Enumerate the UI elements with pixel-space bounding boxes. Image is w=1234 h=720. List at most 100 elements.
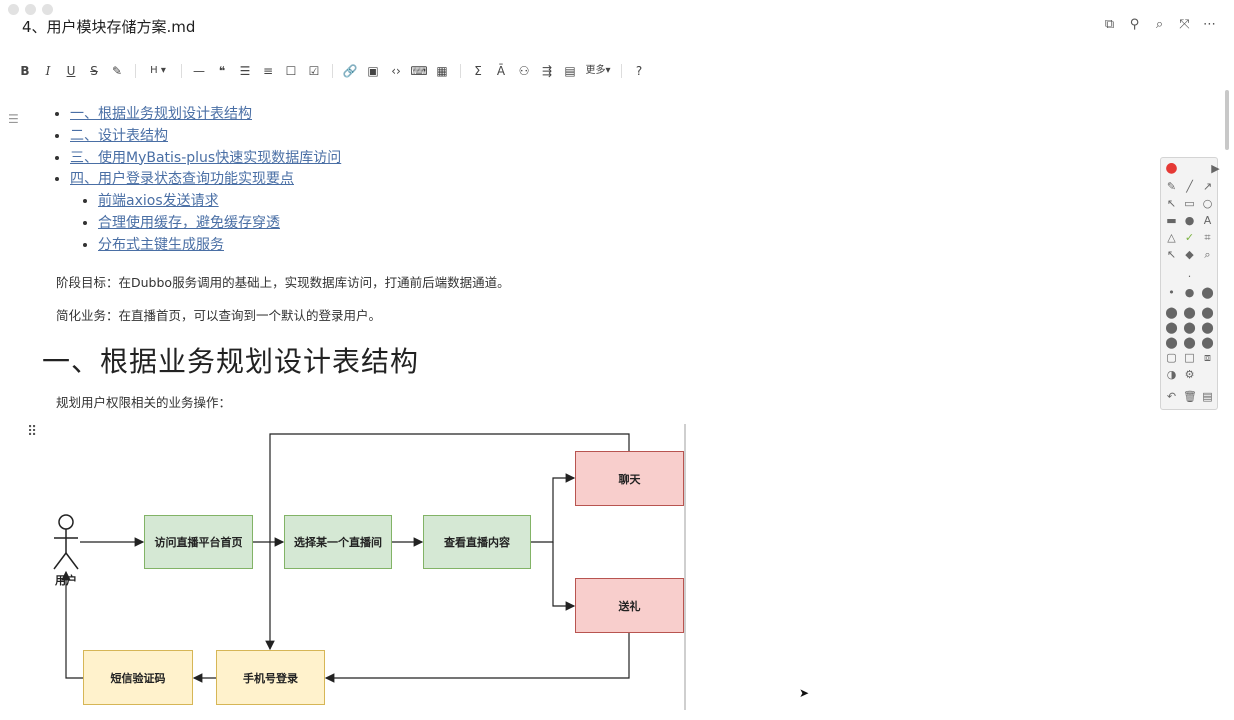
block-drag-handle-icon[interactable]: ⠿ — [27, 424, 38, 440]
settings-gear-icon[interactable]: ⚙ — [1184, 368, 1195, 381]
shape-icon[interactable]: △ — [1167, 231, 1176, 244]
italic-button[interactable]: I — [45, 64, 51, 78]
toc-sublink[interactable]: 合理使用缓存，避免缓存穿透 — [98, 214, 280, 231]
drawing-tool-palette: ● ▶ ✎ ╱ ↗ ↖ ▭ ○ ▬ ● A △ ✓ ⌗ ↖ ◆ ⌕ · • ● … — [1160, 157, 1220, 410]
close-window-icon[interactable] — [8, 4, 19, 15]
bullet-list-icon[interactable]: ☰ — [239, 64, 251, 78]
dot-size-medium-icon[interactable]: ● — [1184, 286, 1195, 299]
frame-icon[interactable]: ▢ — [1166, 351, 1177, 364]
image-icon[interactable]: ▣ — [367, 64, 379, 78]
dot-size-tiny-icon[interactable]: · — [1187, 270, 1192, 283]
opacity-dot-icon[interactable]: ⬤ — [1201, 306, 1214, 319]
opacity-dot-icon[interactable]: ⬤ — [1201, 336, 1214, 349]
toc-sublink[interactable]: 前端axios发送请求 — [98, 193, 219, 210]
node-sms-code[interactable]: 短信验证码 — [83, 650, 193, 705]
more-dropdown[interactable]: 更多▾ — [585, 65, 611, 76]
embed-icon[interactable]: ▤ — [564, 64, 576, 78]
screenshot-icon[interactable]: ▤ — [1202, 390, 1213, 403]
zoom-window-icon[interactable] — [42, 4, 53, 15]
strikethrough-button[interactable]: S — [90, 64, 98, 78]
check-icon[interactable]: ✓ — [1184, 231, 1195, 244]
opacity-dot-icon[interactable]: ⬤ — [1165, 306, 1178, 319]
inline-code-icon[interactable]: ‹› — [391, 64, 401, 78]
user-flow-diagram: 用户 访问直播平台首页 选择某一个直播间 查看直播内容 聊天 送礼 手机号登录 … — [40, 420, 700, 720]
text-style-icon[interactable]: Ā — [496, 64, 506, 78]
heading-dropdown[interactable]: H ▾ — [150, 65, 166, 76]
opacity-dot-icon[interactable]: ⬤ — [1183, 306, 1196, 319]
window-controls[interactable] — [8, 4, 53, 15]
undo-icon[interactable]: ↶ — [1166, 390, 1177, 403]
toc-sublink[interactable]: 分布式主键生成服务 — [98, 236, 224, 253]
dot-size-large-icon[interactable]: ⬤ — [1201, 286, 1214, 299]
search-icon[interactable]: ⌕ — [1155, 17, 1164, 32]
opacity-dot-icon[interactable]: ⬤ — [1165, 321, 1178, 334]
outline-view-icon[interactable]: ⧉ — [1104, 17, 1115, 32]
capture-icon[interactable]: ⧈ — [1204, 351, 1211, 364]
diagram-icon[interactable]: ⚇ — [518, 64, 530, 78]
ordered-list-icon[interactable]: ≡ — [262, 64, 274, 78]
play-icon[interactable]: ▶ — [1211, 162, 1220, 175]
quote-icon[interactable]: ❝ — [218, 64, 226, 78]
outline-toggle-icon[interactable]: ☰ — [8, 112, 19, 126]
filled-rect-icon[interactable]: ▬ — [1166, 214, 1177, 227]
pointer-icon[interactable]: ↖ — [1166, 197, 1177, 210]
help-icon[interactable]: ? — [635, 64, 643, 78]
cursor-icon[interactable]: ↖ — [1166, 248, 1177, 261]
record-icon[interactable]: ● — [1165, 160, 1178, 176]
editor-toolbar: B I U S ✎ H ▾ — ❝ ☰ ≡ ☐ ☑ 🔗 ▣ ‹› ⌨ ▦ Σ Ā… — [14, 60, 651, 82]
expand-icon[interactable]: ⤧ — [1179, 17, 1190, 32]
pen-icon[interactable]: ✎ — [1166, 180, 1177, 193]
checkbox-icon[interactable]: ☐ — [285, 64, 297, 78]
section-heading: 一、根据业务规划设计表结构 — [42, 345, 420, 378]
link-icon[interactable]: 🔗 — [342, 64, 358, 78]
arrow-icon[interactable]: ↗ — [1202, 180, 1213, 193]
task-list-icon[interactable]: ☑ — [308, 64, 320, 78]
bold-button[interactable]: B — [20, 64, 30, 78]
more-icon[interactable]: ⋯ — [1203, 17, 1216, 32]
node-visit-homepage[interactable]: 访问直播平台首页 — [144, 515, 253, 569]
dot-size-small-icon[interactable]: • — [1168, 286, 1175, 299]
opacity-dot-icon[interactable]: ⬤ — [1183, 336, 1196, 349]
node-choose-room[interactable]: 选择某一个直播间 — [284, 515, 392, 569]
text-icon[interactable]: A — [1203, 214, 1212, 227]
toc-link[interactable]: 二、设计表结构 — [70, 127, 168, 144]
toc-link[interactable]: 三、使用MyBatis-plus快速实现数据库访问 — [70, 149, 342, 166]
eraser-icon[interactable]: ◆ — [1185, 248, 1194, 261]
crop-icon[interactable]: ⌗ — [1204, 231, 1211, 244]
toc-subitem: 前端axios发送请求 — [98, 191, 341, 213]
node-chat[interactable]: 聊天 — [575, 451, 684, 506]
table-of-contents: 一、根据业务规划设计表结构 二、设计表结构 三、使用MyBatis-plus快速… — [70, 104, 341, 257]
toc-sublist: 前端axios发送请求 合理使用缓存，避免缓存穿透 分布式主键生成服务 — [98, 191, 341, 256]
vertical-scrollbar[interactable] — [1225, 90, 1229, 150]
opacity-dot-icon[interactable]: ⬤ — [1201, 321, 1214, 334]
filled-circle-icon[interactable]: ● — [1184, 214, 1195, 227]
rectangle-icon[interactable]: ▭ — [1184, 197, 1195, 210]
square-icon[interactable]: □ — [1184, 351, 1195, 364]
formula-icon[interactable]: Σ — [474, 64, 482, 78]
line-icon[interactable]: ╱ — [1186, 180, 1193, 193]
toolbar-divider — [135, 64, 136, 78]
toc-item: 一、根据业务规划设计表结构 — [70, 104, 341, 126]
zoom-icon[interactable]: ⌕ — [1204, 248, 1211, 261]
code-block-icon[interactable]: ⌨ — [410, 64, 428, 78]
table-icon[interactable]: ▦ — [436, 64, 448, 78]
share-icon[interactable]: ⚲ — [1129, 17, 1140, 32]
horizontal-rule-icon[interactable]: — — [193, 64, 205, 78]
opacity-dot-icon[interactable]: ⬤ — [1165, 336, 1178, 349]
toolbar-divider — [460, 64, 461, 78]
trash-icon[interactable]: 🗑 — [1183, 390, 1197, 403]
minimize-window-icon[interactable] — [25, 4, 36, 15]
node-phone-login[interactable]: 手机号登录 — [216, 650, 325, 705]
contrast-icon[interactable]: ◑ — [1166, 368, 1177, 381]
node-gift[interactable]: 送礼 — [575, 578, 684, 633]
palette-spacer — [1165, 270, 1178, 283]
palette-spacer — [1183, 162, 1196, 175]
toc-link[interactable]: 四、用户登录状态查询功能实现要点 — [70, 171, 294, 188]
highlight-icon[interactable]: ✎ — [111, 64, 123, 78]
opacity-dot-icon[interactable]: ⬤ — [1183, 321, 1196, 334]
mindmap-icon[interactable]: ⇶ — [541, 64, 553, 78]
underline-button[interactable]: U — [66, 64, 76, 78]
ellipse-icon[interactable]: ○ — [1202, 197, 1213, 210]
node-view-content[interactable]: 查看直播内容 — [423, 515, 531, 569]
toc-link[interactable]: 一、根据业务规划设计表结构 — [70, 106, 252, 122]
